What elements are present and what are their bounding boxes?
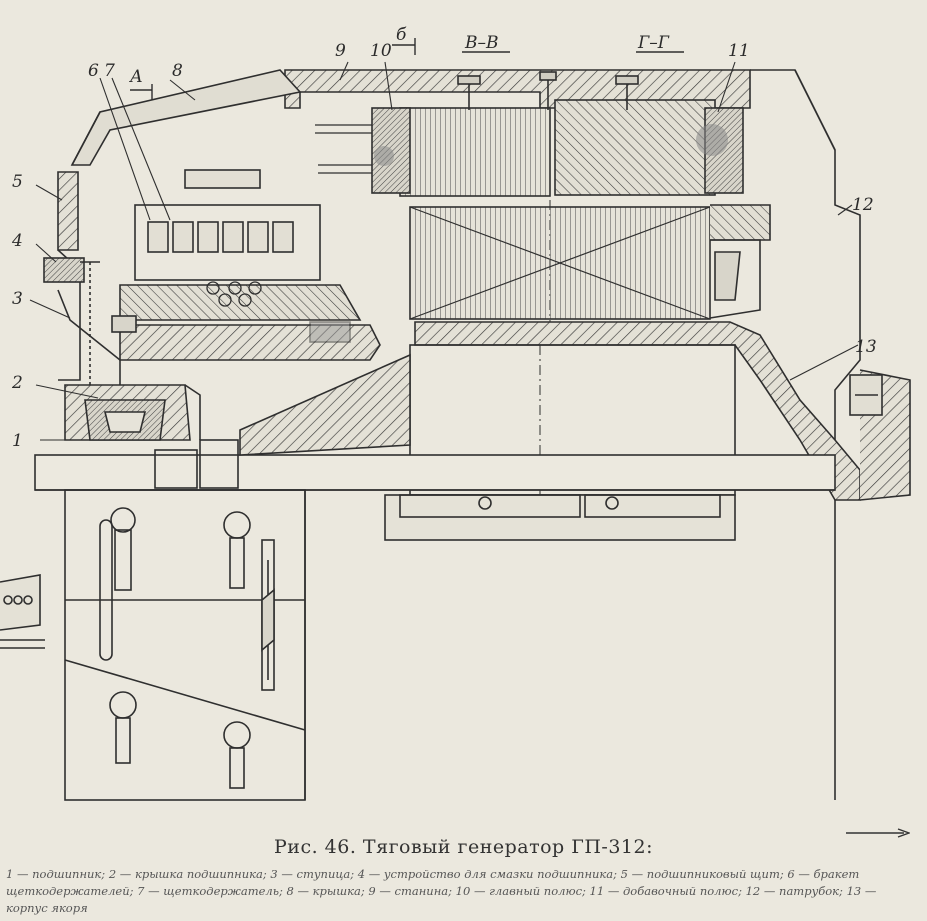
- section-mark-a: А: [129, 67, 143, 87]
- brush-holder-bracket: [134, 204, 321, 281]
- label-4: 4: [11, 231, 23, 251]
- label-3: 3: [12, 289, 23, 309]
- label-11: 11: [728, 41, 750, 61]
- main-pole: [399, 107, 551, 197]
- generator-cross-section: 1 2 3 4 5 6 7 8 9 10 11 12 13 А б В–В Г–…: [0, 25, 911, 801]
- section-mark-vv: В–В: [464, 33, 499, 53]
- shaft: [34, 454, 836, 491]
- section-mark-b: б: [396, 25, 407, 45]
- label-10: 10: [370, 41, 392, 61]
- section-mark-gg: Г–Г: [637, 33, 670, 53]
- label-9: 9: [335, 41, 346, 61]
- label-2: 2: [11, 373, 23, 393]
- additional-pole: [554, 99, 716, 196]
- lower-fasteners: [99, 507, 275, 789]
- lubrication-device: [43, 257, 85, 283]
- figure-caption: Рис. 46. Тяговый генератор ГП-312:: [274, 836, 653, 858]
- label-8: 8: [172, 61, 183, 81]
- label-7: 7: [104, 61, 115, 81]
- leader-lines: [29, 61, 859, 441]
- label-5: 5: [12, 172, 23, 192]
- figure-legend: 1 — подшипник; 2 — крышка подшипника; 3 …: [6, 867, 877, 915]
- section-marks: [130, 38, 684, 100]
- commutator-rivets: [206, 281, 262, 307]
- bearing-shield: [57, 171, 79, 251]
- pole-leads: [315, 124, 372, 174]
- direction-arrow-icon: [846, 828, 910, 838]
- brush-holders: [147, 221, 294, 253]
- label-13: 13: [855, 337, 877, 357]
- terminal-block: [0, 574, 41, 631]
- label-12: 12: [852, 195, 874, 215]
- label-6: 6: [88, 61, 99, 81]
- frame-bolts: [457, 71, 639, 110]
- cover: [70, 69, 302, 166]
- label-1: 1: [12, 431, 23, 451]
